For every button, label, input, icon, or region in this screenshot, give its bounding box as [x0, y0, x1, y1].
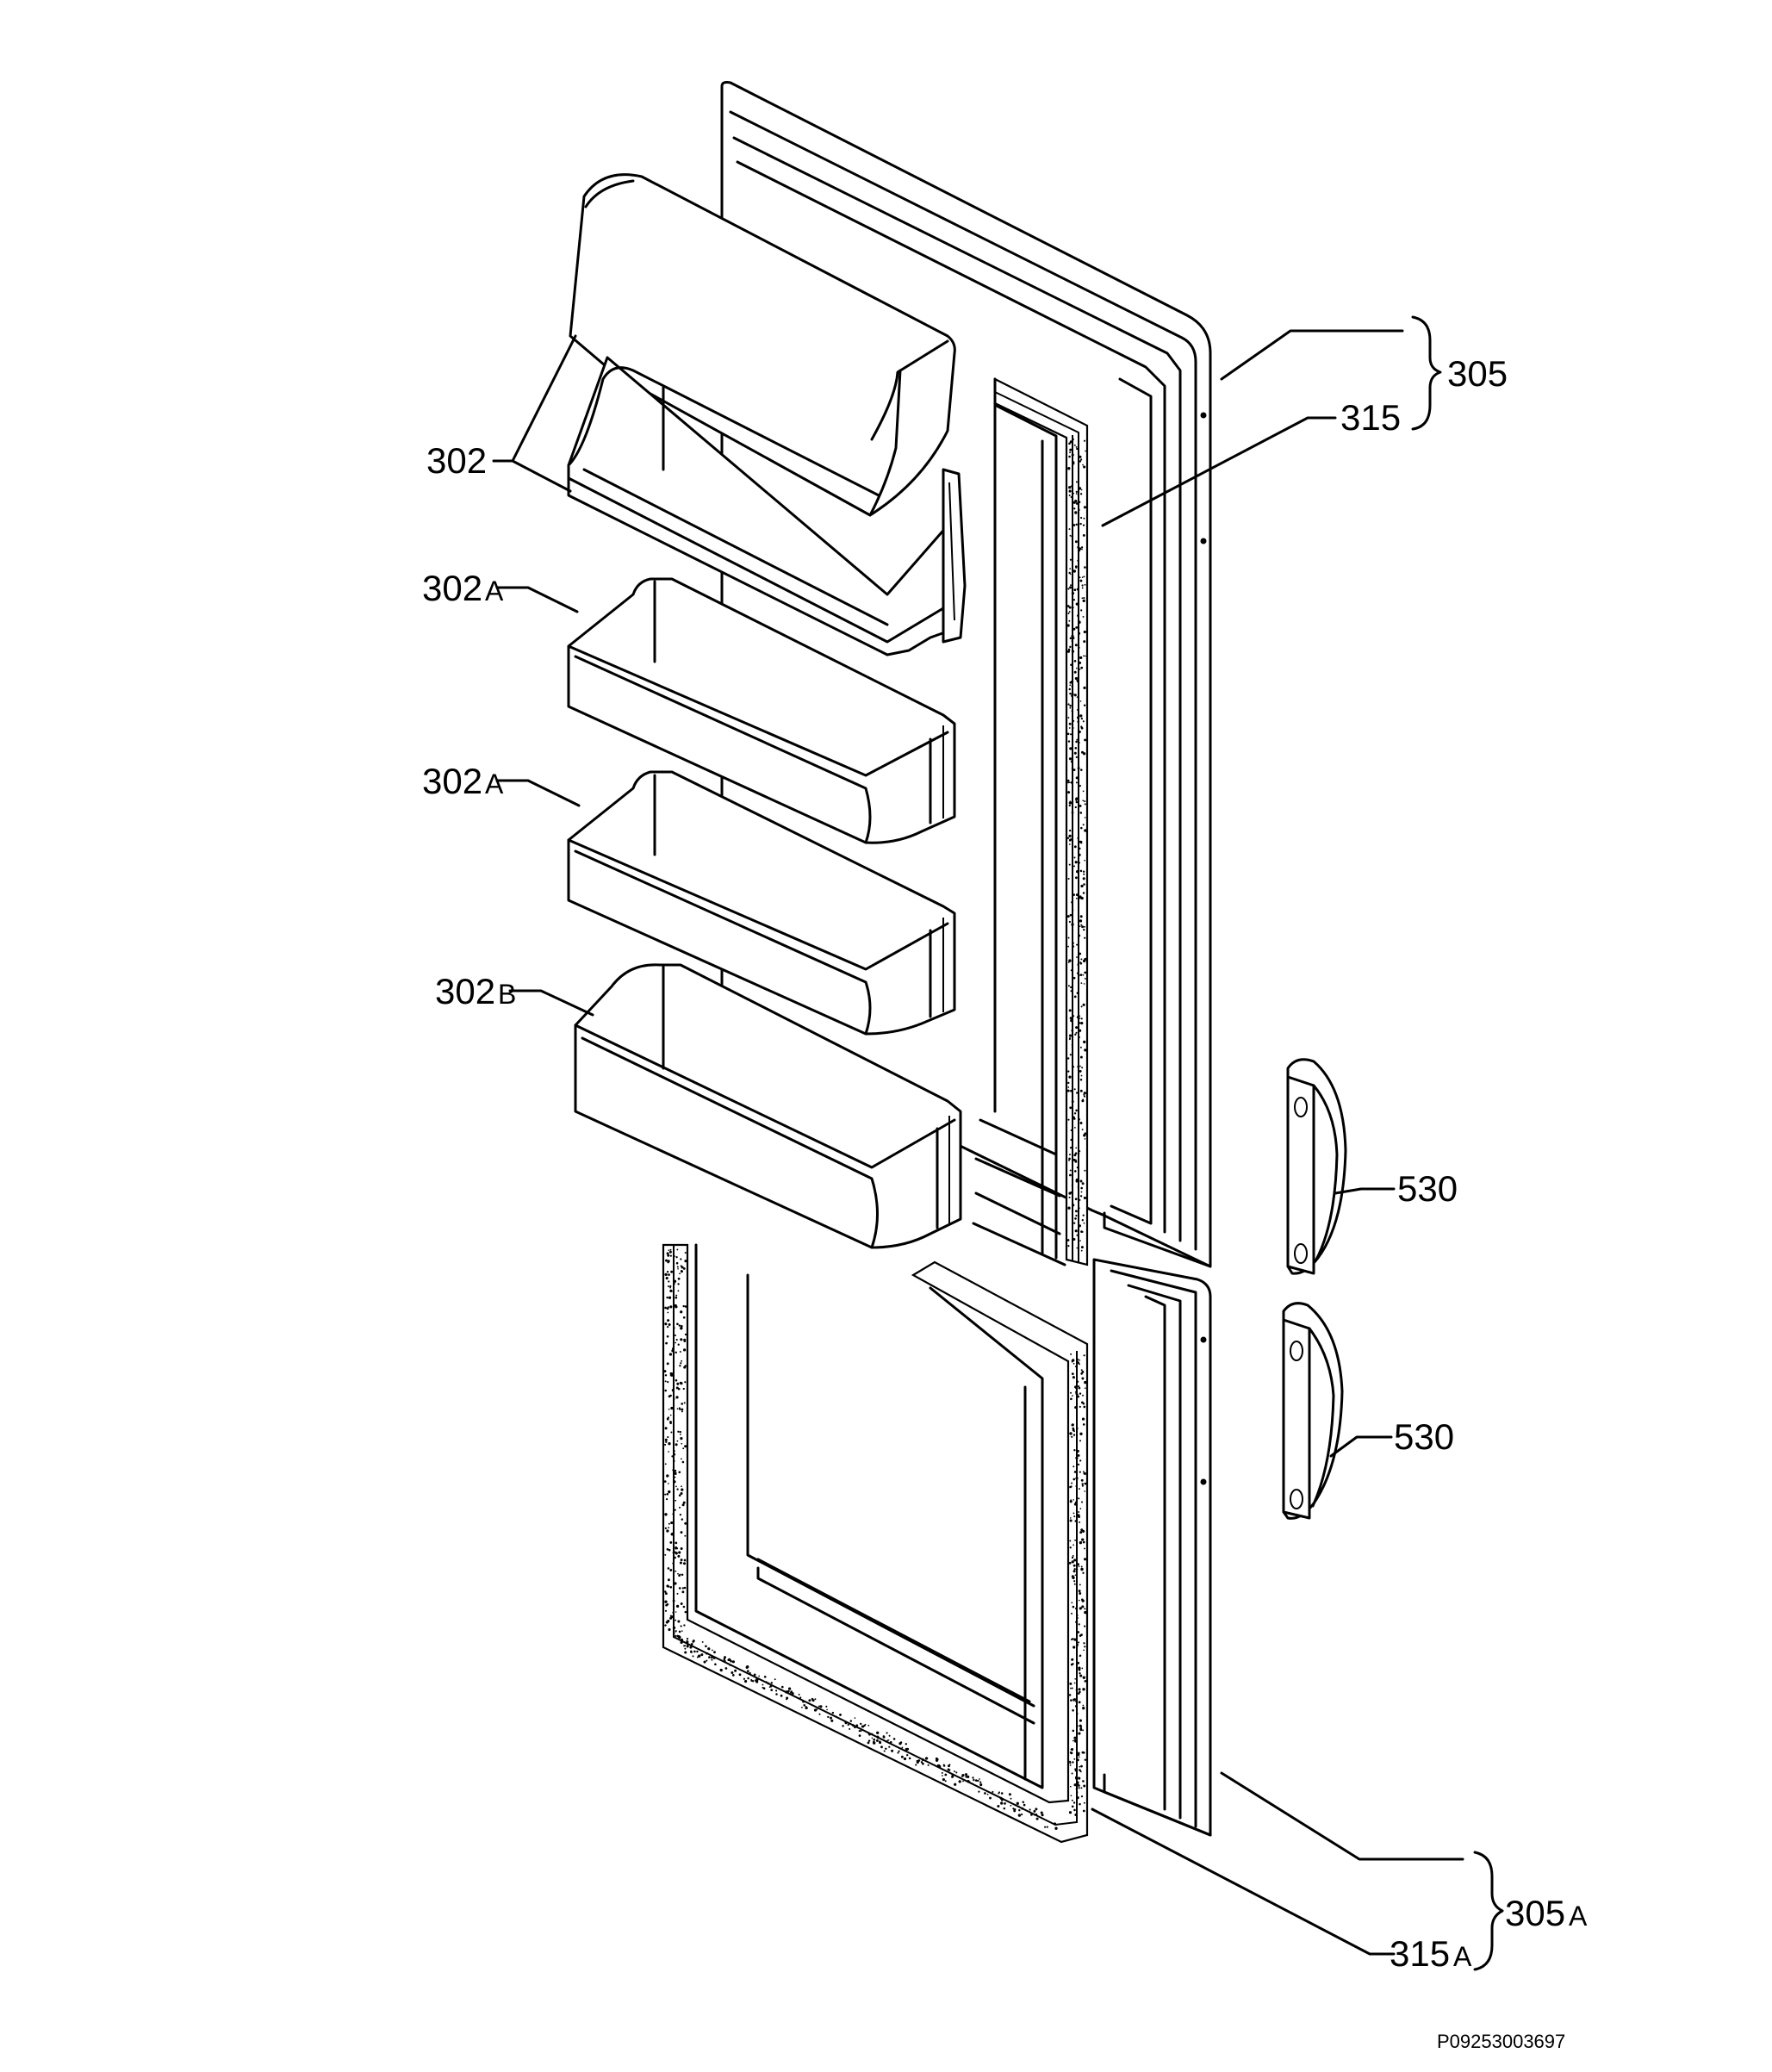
label-305a-suffix: A	[1569, 1901, 1588, 1932]
label-302b-suffix: B	[498, 979, 516, 1010]
label-302: 302	[426, 440, 487, 481]
label-302a-lower-suffix: A	[485, 768, 504, 800]
brace-305	[1411, 315, 1442, 431]
upper-gasket	[972, 377, 1089, 1266]
lower-door	[1092, 1258, 1212, 1837]
label-315a-suffix: A	[1453, 1941, 1472, 1972]
label-305: 305	[1447, 353, 1508, 394]
brace-305a	[1473, 1851, 1504, 1971]
label-302a-upper-suffix: A	[485, 576, 504, 607]
gasket-texture	[663, 438, 1087, 1830]
label-530-upper: 530	[1397, 1168, 1458, 1209]
label-302a-lower-number: 302	[422, 761, 482, 801]
door-shelf-302a-lower	[567, 770, 956, 1036]
label-305a-number: 305	[1505, 1893, 1565, 1933]
label-302a-upper-number: 302	[422, 568, 482, 608]
label-315: 315	[1340, 397, 1401, 438]
drawing-code: P09253003697	[1437, 2031, 1565, 2052]
label-530-lower: 530	[1394, 1416, 1454, 1457]
part-labels: 302 302 A 302 A 302 B 305 315 530 530 30…	[422, 353, 1588, 1974]
leader-lines	[492, 329, 1464, 1956]
lower-gasket	[662, 1243, 1089, 1844]
door-shelf-302b	[574, 963, 962, 1249]
label-315a-number: 315	[1390, 1933, 1450, 1974]
handle-lower	[1282, 1302, 1344, 1520]
handle-upper	[1286, 1058, 1347, 1275]
door-shelf-302	[567, 173, 967, 656]
door-shelf-302a-upper	[567, 577, 956, 844]
label-302b-number: 302	[435, 971, 495, 1011]
